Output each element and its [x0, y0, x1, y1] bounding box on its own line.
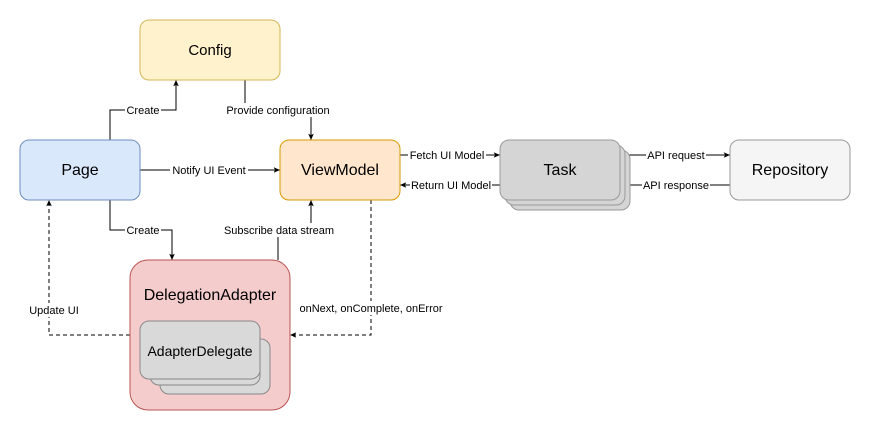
page-node[interactable]: Page [19, 139, 141, 201]
adapter-delegate-box [139, 320, 261, 380]
label-return-ui-model: Return UI Model [411, 180, 491, 192]
repository-node[interactable]: Repository [729, 139, 851, 201]
task-box [499, 139, 621, 201]
config-node[interactable]: Config [139, 19, 281, 81]
label-fetch-ui-model: Fetch UI Model [410, 150, 485, 162]
label-update-ui: Update UI [29, 305, 79, 317]
label-api-response: API response [643, 180, 709, 192]
page-box [19, 139, 141, 201]
label-subscribe-data-stream: Subscribe data stream [224, 225, 334, 237]
label-provide-configuration: Provide configuration [226, 105, 329, 117]
repository-box [729, 139, 851, 201]
viewmodel-label: ViewModel [301, 162, 379, 179]
adapter-delegate-node[interactable]: AdapterDelegate [139, 320, 271, 395]
task-node[interactable]: Task [499, 139, 631, 211]
page-label: Page [61, 162, 98, 179]
config-label: Config [188, 42, 231, 59]
label-on-next: onNext, onComplete, onError [299, 303, 442, 315]
edge-on-next [290, 200, 372, 338]
adapter-delegate-label: AdapterDelegate [147, 343, 252, 359]
config-box [139, 19, 281, 81]
label-api-request: API request [647, 150, 704, 162]
repository-label: Repository [752, 162, 828, 179]
edge-update-ui [46, 200, 130, 336]
label-page-create-config: Create [126, 105, 159, 117]
viewmodel-box [279, 139, 401, 201]
delegation-adapter-node[interactable]: DelegationAdapter AdapterDelegate [129, 259, 291, 411]
task-label: Task [544, 162, 578, 179]
label-page-create-adapter: Create [126, 225, 159, 237]
delegation-adapter-label: DelegationAdapter [144, 287, 277, 304]
viewmodel-node[interactable]: ViewModel [279, 139, 401, 201]
label-notify-ui-event: Notify UI Event [172, 165, 245, 177]
